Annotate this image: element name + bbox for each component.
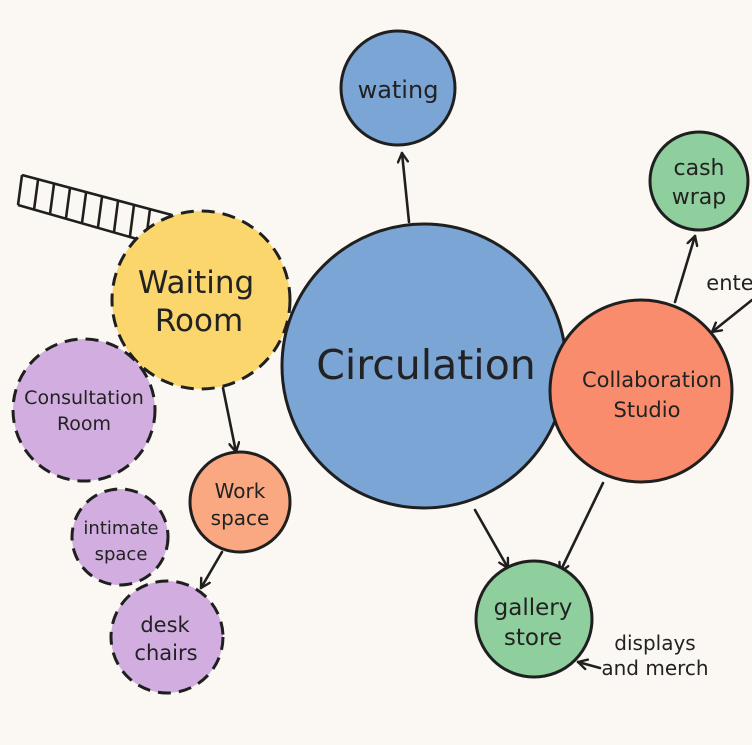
consultation-room-label-line-1: Consultation <box>24 387 144 409</box>
node-work-space: Work space <box>188 450 292 554</box>
node-gallery-store: gallery store <box>474 559 594 679</box>
intimate-space-label-line-2: space <box>95 544 148 565</box>
intimate-space-bubble <box>70 487 170 587</box>
gallery-store-bubble <box>474 559 594 679</box>
gallery-store-label-line-1: gallery <box>494 595 573 621</box>
node-consultation-room: Consultation Room <box>11 337 157 483</box>
cash-wrap-label-line-2: wrap <box>672 185 726 210</box>
edge-work-space-to-desk-chairs <box>199 550 224 590</box>
node-cash-wrap: cash wrap <box>648 130 750 232</box>
desk-chairs-label-line-2: chairs <box>134 641 197 665</box>
cash-wrap-bubble <box>648 130 750 232</box>
collaboration-studio-bubble <box>548 298 734 484</box>
waiting-room-bubble <box>110 209 292 391</box>
work-space-bubble <box>188 450 292 554</box>
displays-annotation-line-2: and merch <box>601 656 708 680</box>
collaboration-studio-label-line-2: Studio <box>614 398 681 422</box>
staircase-icon <box>16 173 173 247</box>
edge-collaboration-to-cash-wrap <box>673 234 695 304</box>
displays-annotation-line-1: displays <box>614 631 695 655</box>
node-circulation: Circulation <box>280 222 568 510</box>
desk-chairs-bubble <box>109 579 225 695</box>
circulation-label: Circulation <box>316 341 536 389</box>
node-intimate-space: intimate space <box>70 487 170 587</box>
waiting-room-label-line-1: Waiting <box>138 265 254 301</box>
work-space-label-line-2: space <box>211 506 270 530</box>
desk-chairs-label-line-1: desk <box>140 613 190 637</box>
edge-collaboration-to-gallery-store <box>560 481 605 574</box>
work-space-label-line-1: Work <box>215 479 266 503</box>
node-desk-chairs: desk chairs <box>109 579 225 695</box>
edge-waiting-room-to-work-space <box>221 386 236 454</box>
edge-displays-to-gallery-store <box>576 662 602 668</box>
consultation-room-label-line-2: Room <box>57 413 111 435</box>
collaboration-studio-label-line-1: Collaboration <box>582 368 722 392</box>
edge-circulation-to-gallery-store <box>473 508 510 570</box>
enter-annotation: ente <box>706 271 752 295</box>
edge-enter-to-collaboration <box>710 298 752 334</box>
node-waiting-room: Waiting Room <box>110 209 292 391</box>
node-waiting-small: wating <box>339 29 457 147</box>
consultation-room-bubble <box>11 337 157 483</box>
gallery-store-label-line-2: store <box>504 625 562 651</box>
waiting-room-label-line-2: Room <box>155 303 243 339</box>
edge-circulation-to-waiting <box>402 151 411 224</box>
waiting-label: wating <box>358 76 439 104</box>
cash-wrap-label-line-1: cash <box>674 156 725 181</box>
intimate-space-label-line-1: intimate <box>83 518 158 539</box>
waiting-bubble <box>339 29 457 147</box>
node-collaboration-studio: Collaboration Studio <box>548 298 734 484</box>
edges <box>199 151 752 668</box>
